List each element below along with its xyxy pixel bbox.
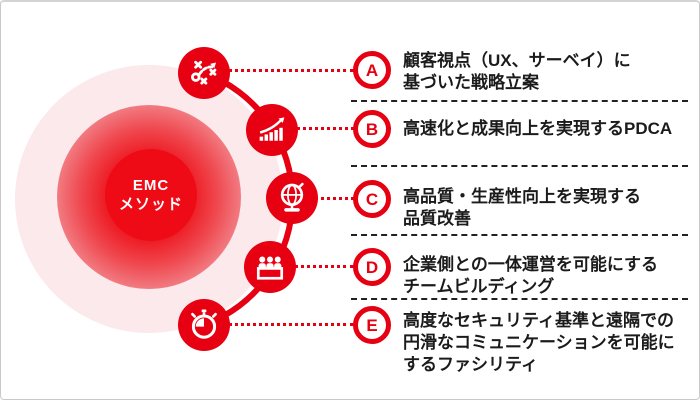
badge-a-letter: A (365, 60, 379, 80)
separator-3 (351, 234, 688, 236)
emc-center-label: EMC メソッド (118, 177, 183, 213)
badge-c: C (353, 180, 391, 218)
dotted-connector-e (204, 323, 354, 326)
badge-d-letter: D (365, 257, 379, 277)
badge-e: E (353, 306, 391, 344)
item-text-d: 企業側との一体運営を可能にする チームビルディング (403, 255, 658, 296)
badge-c-letter: C (365, 189, 379, 209)
emc-center-circle: EMC メソッド (105, 149, 197, 241)
item-text-e: 高度なセキュリティ基準と遠隔での 円滑なコミュニケーションを可能に するファシリ… (403, 311, 675, 374)
stopwatch-icon (178, 299, 230, 351)
separator-2 (351, 165, 688, 167)
separator-4 (351, 298, 688, 300)
item-text-a: 顧客視点（UX、サーベイ）に 基づいた戦略立案 (403, 51, 631, 92)
item-text-c: 高品質・生産性向上を実現する 品質改善 (403, 187, 641, 228)
dotted-connector-a (204, 69, 354, 72)
badge-a: A (353, 51, 391, 89)
badge-d: D (353, 248, 391, 286)
globe-icon (266, 172, 318, 224)
dotted-connector-b (272, 127, 354, 130)
separator-1 (351, 100, 688, 102)
strategy-icon (178, 47, 230, 99)
dotted-connector-c (292, 197, 354, 200)
badge-e-letter: E (366, 315, 378, 335)
item-text-b: 高速化と成果向上を実現するPDCA (403, 119, 673, 138)
dotted-connector-d (270, 265, 354, 268)
badge-b: B (353, 110, 391, 148)
badge-b-letter: B (365, 119, 379, 139)
growth-chart-icon (246, 104, 298, 156)
team-icon (244, 241, 296, 293)
